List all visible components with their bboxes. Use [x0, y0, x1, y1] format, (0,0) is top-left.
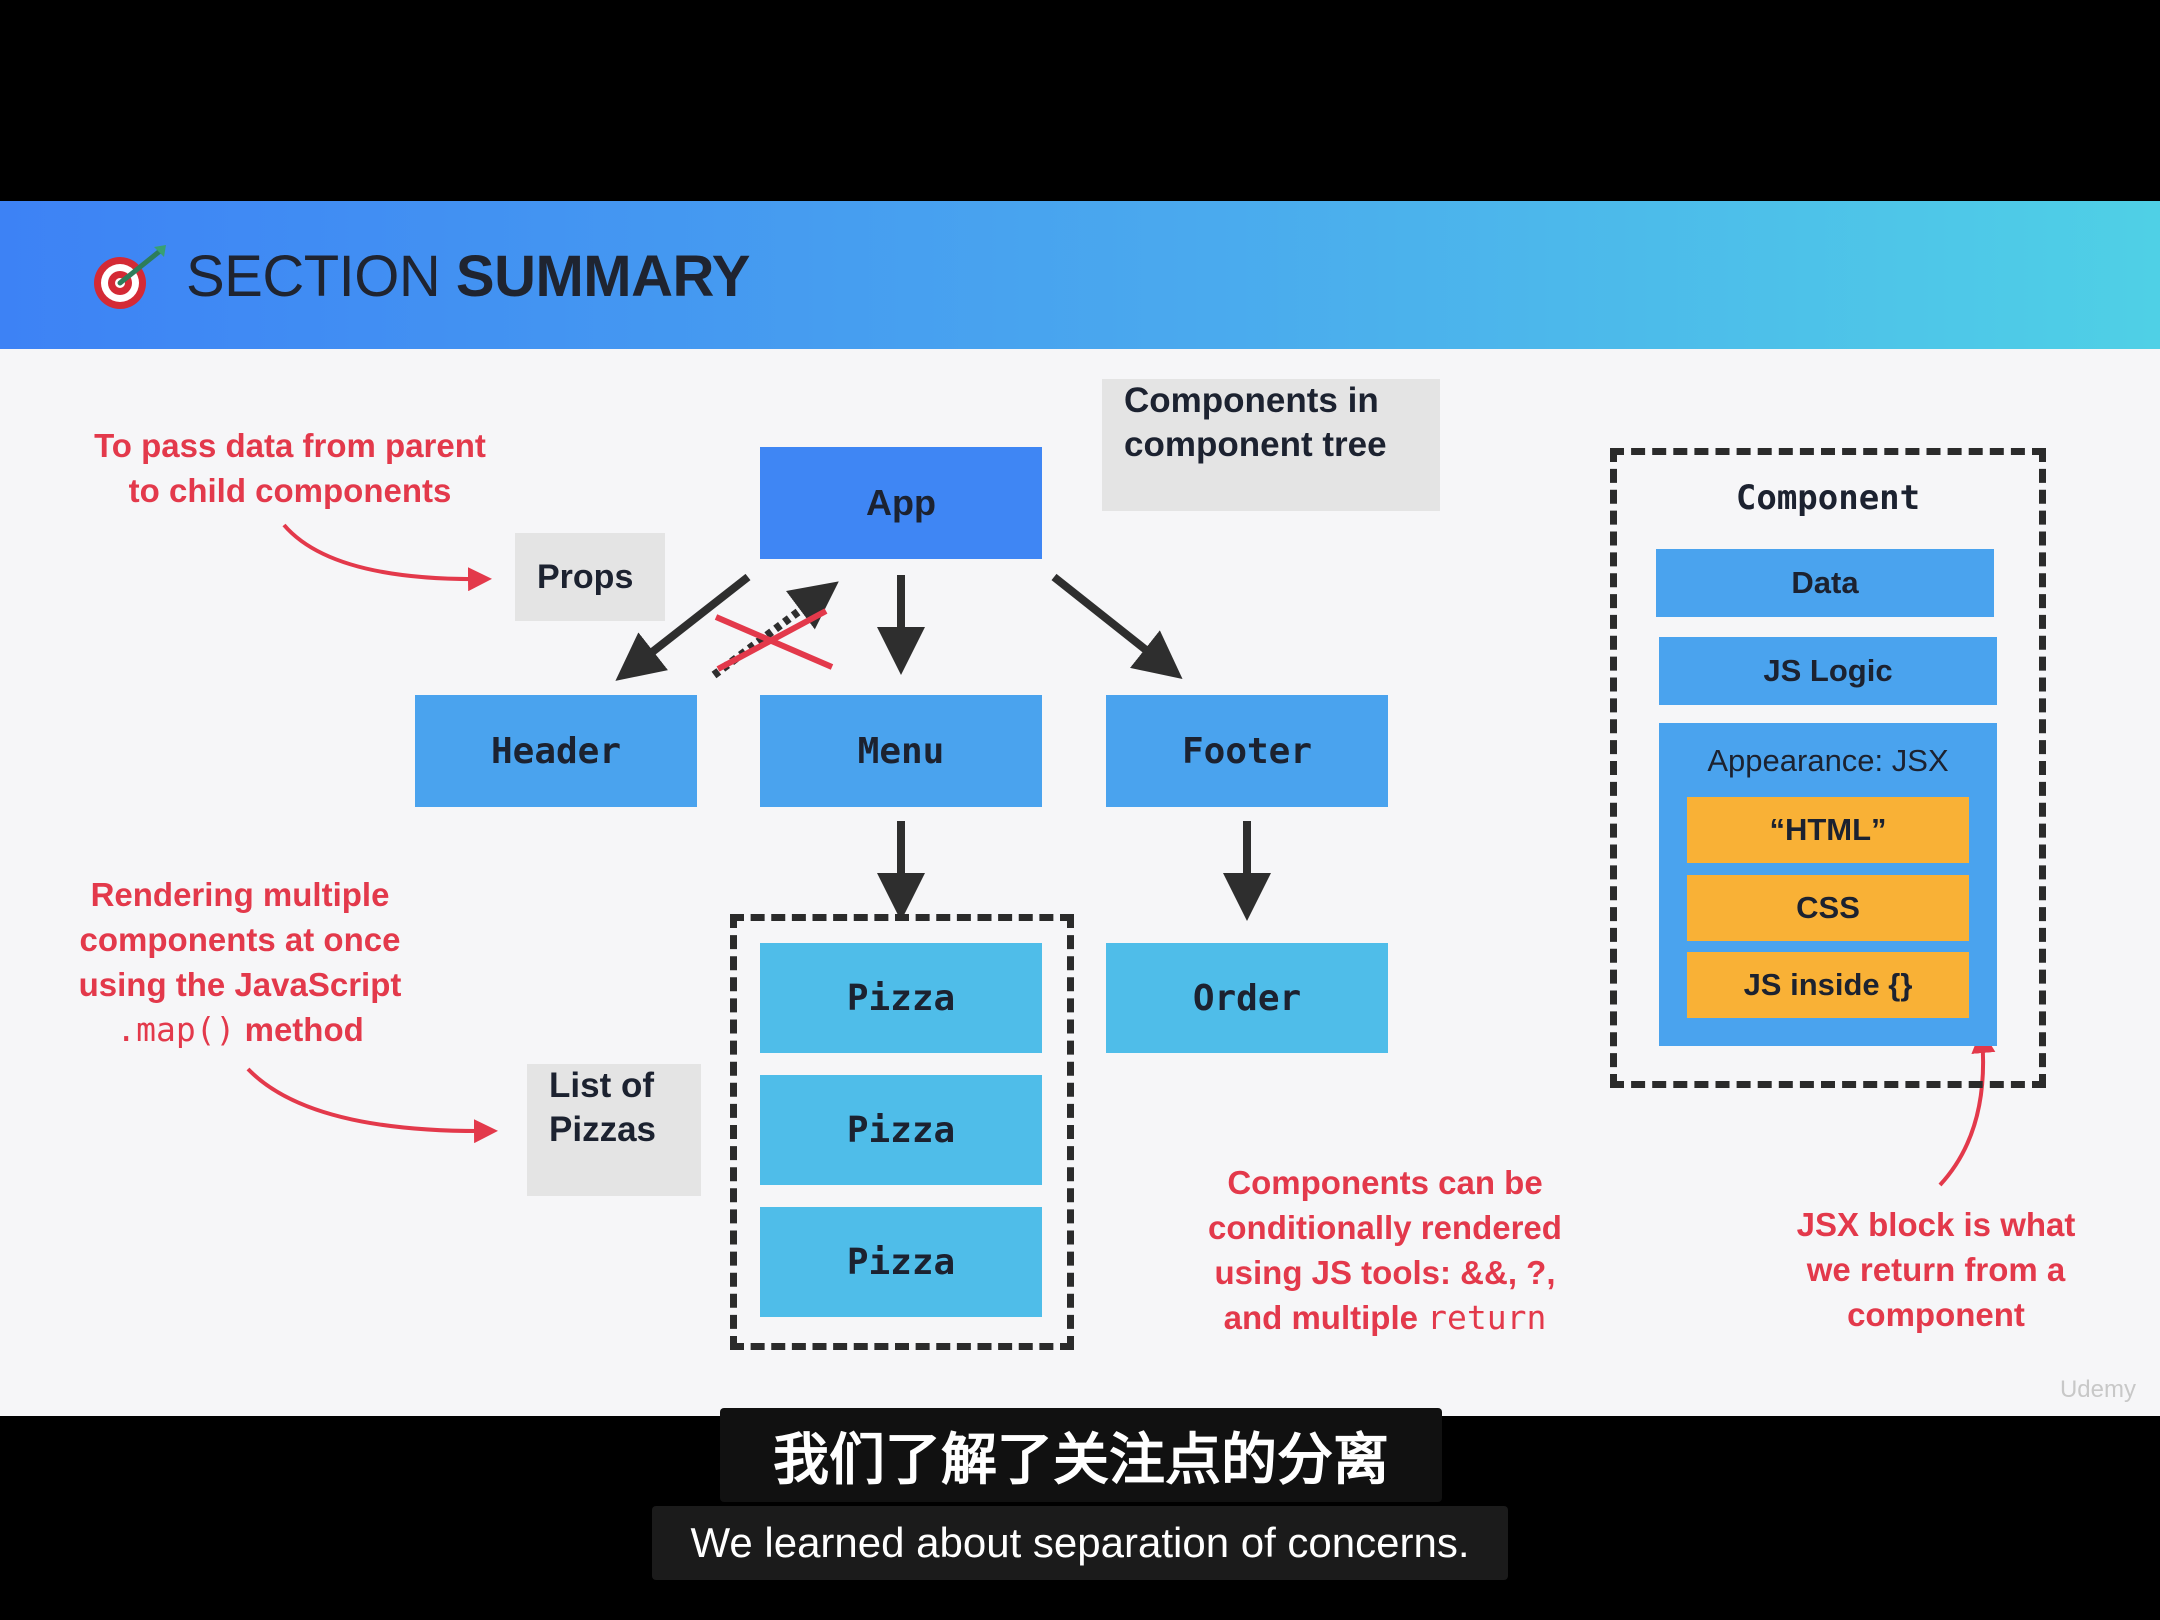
note-map-line2: components at once [79, 921, 401, 958]
jsx-css: CSS [1687, 875, 1969, 941]
component-tree-label: Components in component tree [1102, 379, 1440, 511]
props-label: Props [515, 533, 665, 621]
cross-line-2 [716, 608, 828, 672]
curve-to-props [282, 523, 492, 592]
list-label-line1: List of [549, 1066, 654, 1105]
target-dart-icon [94, 245, 166, 309]
diagram-arrows [246, 523, 1996, 1187]
note-map-line4: .map() method [40, 1007, 440, 1052]
title-regular: SECTION [186, 244, 456, 309]
note-map-line3: using the JavaScript [78, 966, 402, 1003]
note-cond-line2: conditionally rendered [1208, 1209, 1562, 1246]
note-cond-text: and multiple [1223, 1299, 1428, 1336]
note-map-word: method [235, 1011, 364, 1048]
note-cond-line4: and multiple return [1180, 1295, 1590, 1340]
arrow-app-footer [1051, 573, 1183, 679]
note-cond-line1: Components can be [1227, 1164, 1543, 1201]
list-of-pizzas-label: List of Pizzas [527, 1064, 701, 1196]
node-menu: Menu [760, 695, 1042, 807]
note-map-code: .map() [116, 1010, 236, 1049]
subtitle-english: We learned about separation of concerns. [652, 1506, 1508, 1580]
node-pizza-1: Pizza [760, 943, 1042, 1053]
udemy-watermark: Udemy [2059, 1376, 2136, 1403]
component-tree-label-line1: Components in [1124, 381, 1379, 420]
appearance-label: Appearance: JSX [1707, 743, 1949, 778]
curve-to-jsx [1938, 1029, 1996, 1187]
note-props-line1: To pass data from parent [94, 427, 486, 464]
note-props-line2: to child components [128, 472, 452, 509]
note-cond-code: return [1427, 1298, 1547, 1337]
title-bold: SUMMARY [455, 244, 751, 309]
note-cond-line3: using JS tools: &&, ?, [1214, 1254, 1556, 1291]
page-title: SECTION SUMMARY [186, 243, 750, 310]
note-props: To pass data from parent to child compon… [60, 423, 520, 513]
component-tree-label-line2: component tree [1124, 425, 1387, 464]
note-map: Rendering multiple components at once us… [40, 872, 440, 1052]
jsx-js-inside: JS inside {} [1687, 952, 1969, 1018]
component-js-logic: JS Logic [1659, 637, 1997, 705]
node-pizza-2: Pizza [760, 1075, 1042, 1185]
slide: SECTION SUMMARY App Hea [0, 201, 2160, 1416]
note-map-line1: Rendering multiple [90, 876, 390, 913]
node-footer: Footer [1106, 695, 1388, 807]
jsx-html: “HTML” [1687, 797, 1969, 863]
curve-to-list [246, 1067, 498, 1144]
pizza-list-dashed-box [730, 914, 1074, 1350]
node-header: Header [415, 695, 697, 807]
note-jsx-line2: we return from a [1806, 1251, 2066, 1288]
node-order: Order [1106, 943, 1388, 1053]
list-label-line2: Pizzas [549, 1110, 656, 1149]
note-conditional: Components can be conditionally rendered… [1180, 1160, 1590, 1340]
component-title: Component [1735, 478, 1921, 518]
note-jsx-line3: component [1847, 1296, 2025, 1333]
component-data: Data [1656, 549, 1994, 617]
component-dashed-box [1610, 448, 2046, 1088]
arrow-app-header [615, 573, 751, 681]
node-app: App [760, 447, 1042, 559]
node-pizza-3: Pizza [760, 1207, 1042, 1317]
note-jsx-line1: JSX block is what [1796, 1206, 2076, 1243]
note-jsx: JSX block is what we return from a compo… [1760, 1202, 2112, 1337]
slide-header: SECTION SUMMARY [0, 201, 2160, 349]
subtitle-chinese: 我们了解了关注点的分离 [720, 1408, 1442, 1502]
